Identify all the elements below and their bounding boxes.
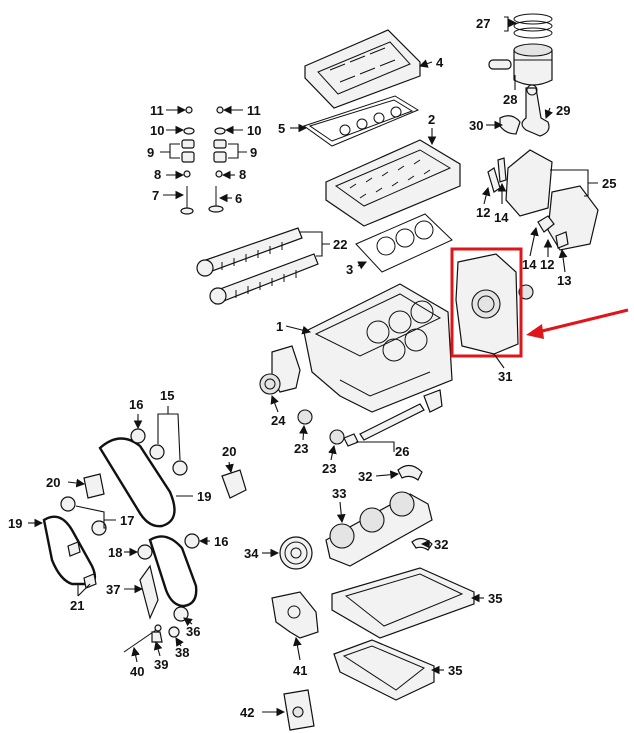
label-20-right: 20	[222, 444, 236, 459]
crank-pulley[interactable]	[279, 536, 313, 570]
label-9-right: 9	[250, 145, 257, 160]
label-7: 7	[152, 188, 159, 203]
label-1: 1	[276, 319, 283, 334]
oil-pan-upper[interactable]	[331, 567, 475, 639]
connecting-rod[interactable]	[499, 84, 550, 137]
tensioners-20[interactable]	[83, 469, 247, 499]
label-12-lower: 12	[540, 257, 554, 272]
timing-chain-19b[interactable]	[98, 437, 198, 608]
sprocket-17[interactable]	[60, 496, 107, 536]
dipstick-40[interactable]	[123, 624, 162, 653]
sprockets-16[interactable]	[130, 428, 200, 549]
label-35-lower: 35	[448, 663, 462, 678]
label-35-upper: 35	[488, 591, 502, 606]
label-16-lower: 16	[214, 534, 228, 549]
oil-filter-housing[interactable]	[271, 591, 319, 639]
label-8-left: 8	[154, 167, 161, 182]
label-32-lower: 32	[434, 537, 448, 552]
callout-labels: 27 4 28 29 30 11 11 10 10 9 9 8 8 7 6 5 …	[8, 16, 616, 720]
label-15: 15	[160, 388, 174, 403]
sensors-12-14[interactable]	[487, 157, 569, 249]
label-19-right: 19	[197, 489, 211, 504]
front-cover-31[interactable]	[455, 253, 534, 355]
timing-cover-25[interactable]	[505, 149, 599, 251]
label-21: 21	[70, 598, 84, 613]
label-31: 31	[498, 369, 512, 384]
label-23-upper: 23	[294, 441, 308, 456]
valve-keepers-11[interactable]	[185, 106, 224, 114]
label-30: 30	[469, 118, 483, 133]
label-13: 13	[557, 273, 571, 288]
label-10-right: 10	[247, 123, 261, 138]
oil-cooler[interactable]	[283, 689, 315, 731]
camshafts[interactable]	[196, 227, 319, 305]
label-33: 33	[332, 486, 346, 501]
label-34: 34	[244, 546, 259, 561]
label-39: 39	[154, 657, 168, 672]
label-11-left: 11	[150, 103, 164, 118]
label-5: 5	[278, 121, 285, 136]
guide-37[interactable]	[139, 564, 159, 620]
label-16-upper: 16	[129, 397, 143, 412]
label-24: 24	[271, 413, 286, 428]
oil-pan-lower[interactable]	[333, 639, 435, 701]
valve-retainers-10[interactable]	[183, 127, 226, 135]
valve-springs-9[interactable]	[181, 139, 227, 163]
cylinder-head[interactable]	[325, 139, 461, 227]
label-36: 36	[186, 624, 200, 639]
label-32-upper: 32	[358, 469, 372, 484]
label-10-left: 10	[150, 123, 164, 138]
label-14-lower: 14	[522, 257, 537, 272]
label-11-right: 11	[247, 103, 261, 118]
label-42: 42	[240, 705, 254, 720]
label-38: 38	[175, 645, 189, 660]
label-41: 41	[293, 663, 307, 678]
label-14-upper: 14	[494, 210, 509, 225]
label-6: 6	[235, 191, 242, 206]
guides-21[interactable]	[67, 541, 97, 589]
highlight-box	[450, 247, 523, 358]
valve-seals-8[interactable]	[183, 170, 223, 178]
seal-23[interactable]	[297, 409, 345, 445]
part-39-38[interactable]	[151, 626, 180, 643]
label-9-left: 9	[147, 145, 154, 160]
piston[interactable]	[488, 43, 553, 86]
label-17: 17	[120, 513, 134, 528]
sprockets-15[interactable]	[149, 444, 188, 476]
label-19-left: 19	[8, 516, 22, 531]
label-12-upper: 12	[476, 205, 490, 220]
valves[interactable]	[180, 186, 224, 215]
label-40: 40	[130, 664, 144, 679]
piston-rings[interactable]	[513, 13, 553, 39]
engine-block[interactable]	[303, 283, 453, 413]
highlight-arrow	[526, 308, 629, 339]
label-8-right: 8	[239, 167, 246, 182]
head-gasket[interactable]	[355, 213, 453, 273]
label-20-left: 20	[46, 475, 60, 490]
sprocket-18[interactable]	[137, 544, 153, 560]
rear-seal-carrier[interactable]	[259, 345, 301, 395]
label-27: 27	[476, 16, 490, 31]
label-2: 2	[428, 112, 435, 127]
crankshaft[interactable]	[325, 491, 433, 567]
label-3: 3	[346, 262, 353, 277]
label-22: 22	[333, 237, 347, 252]
label-26: 26	[395, 444, 409, 459]
label-4: 4	[436, 55, 444, 70]
valve-cover-gasket[interactable]	[302, 95, 420, 147]
label-25: 25	[602, 176, 616, 191]
leader-lines	[28, 16, 598, 717]
label-18: 18	[108, 545, 122, 560]
label-23-lower: 23	[322, 461, 336, 476]
label-29: 29	[556, 103, 570, 118]
valve-cover[interactable]	[304, 29, 421, 109]
label-28: 28	[503, 92, 517, 107]
label-37: 37	[106, 582, 120, 597]
